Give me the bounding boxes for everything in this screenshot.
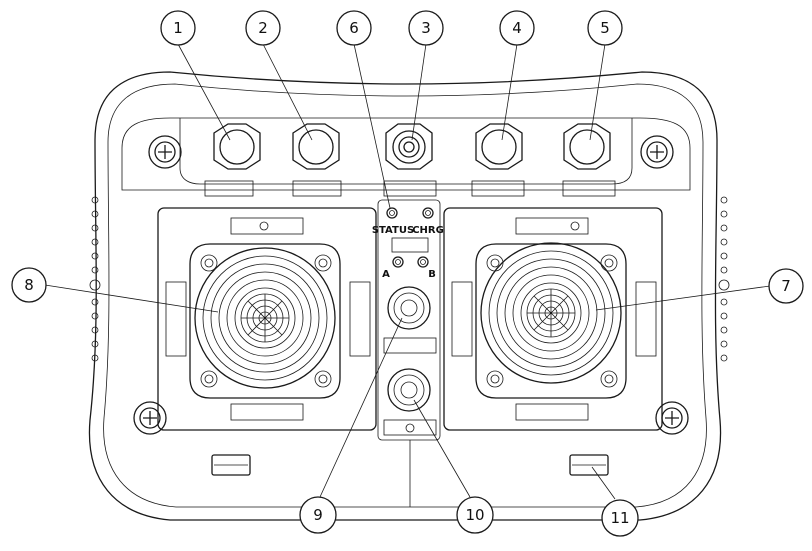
knob-label-plates bbox=[204, 180, 616, 197]
callout-9: 9 bbox=[299, 496, 337, 534]
status-label: STATUS bbox=[372, 225, 414, 236]
right-led-column bbox=[718, 196, 730, 362]
knob-2[interactable] bbox=[292, 123, 340, 170]
led-a bbox=[392, 256, 404, 268]
top-shelf bbox=[121, 117, 691, 191]
screw-top-right bbox=[640, 135, 674, 169]
leader-lines bbox=[44, 43, 771, 500]
svg-text:2: 2 bbox=[258, 19, 268, 37]
callout-8: 8 bbox=[11, 267, 47, 303]
callout-2: 2 bbox=[245, 10, 281, 46]
svg-text:11: 11 bbox=[610, 509, 629, 527]
left-joystick[interactable] bbox=[194, 247, 336, 389]
callout-5: 5 bbox=[587, 10, 623, 46]
center-display-plate bbox=[391, 237, 429, 253]
svg-text:10: 10 bbox=[465, 506, 484, 524]
b-label: B bbox=[428, 269, 436, 280]
callout-4: 4 bbox=[499, 10, 535, 46]
housing-inner bbox=[103, 83, 707, 508]
svg-text:8: 8 bbox=[24, 276, 34, 294]
status-led bbox=[386, 207, 398, 219]
left-led-column bbox=[89, 196, 101, 362]
a-label: A bbox=[382, 269, 390, 280]
center-bottom-hole bbox=[405, 423, 415, 433]
svg-text:3: 3 bbox=[421, 19, 431, 37]
right-joystick-module bbox=[443, 207, 663, 431]
svg-text:9: 9 bbox=[313, 506, 323, 524]
key-switch-3[interactable] bbox=[385, 123, 433, 170]
push-button-9[interactable] bbox=[387, 286, 431, 330]
svg-text:7: 7 bbox=[781, 277, 791, 295]
push-button-10[interactable] bbox=[387, 368, 431, 412]
callout-6: 6 bbox=[336, 10, 372, 46]
callout-10: 10 bbox=[456, 496, 494, 534]
housing-outer bbox=[88, 71, 722, 521]
knob-4[interactable] bbox=[475, 123, 523, 170]
right-joystick[interactable] bbox=[480, 242, 622, 384]
callout-7: 7 bbox=[768, 268, 804, 304]
chrg-label: CHRG bbox=[412, 225, 444, 236]
svg-text:5: 5 bbox=[600, 19, 610, 37]
center-mid-plate bbox=[383, 337, 437, 354]
svg-text:1: 1 bbox=[173, 19, 183, 37]
center-bottom-plate bbox=[383, 419, 437, 436]
led-b bbox=[417, 256, 429, 268]
bottom-clip-left bbox=[211, 454, 251, 476]
screw-bottom-left bbox=[133, 401, 167, 435]
screw-top-left bbox=[148, 135, 182, 169]
svg-text:6: 6 bbox=[349, 19, 359, 37]
top-shelf-inner bbox=[179, 118, 633, 185]
svg-text:4: 4 bbox=[512, 19, 522, 37]
left-joystick-module bbox=[157, 207, 377, 431]
screw-bottom-right bbox=[655, 401, 689, 435]
knob-5[interactable] bbox=[563, 123, 611, 170]
chrg-led bbox=[422, 207, 434, 219]
knob-1[interactable] bbox=[213, 123, 261, 170]
bottom-clip-right[interactable] bbox=[569, 454, 609, 476]
callout-3: 3 bbox=[408, 10, 444, 46]
callout-1: 1 bbox=[160, 10, 196, 46]
center-column bbox=[377, 199, 441, 507]
callout-11: 11 bbox=[601, 499, 639, 537]
